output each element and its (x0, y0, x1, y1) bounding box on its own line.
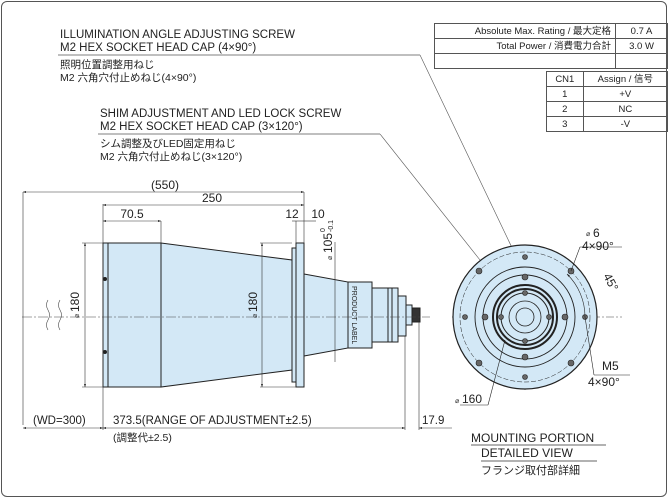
view-title-line2: DETAILED VIEW (481, 446, 573, 460)
ring-3 (492, 284, 558, 350)
ring-1 (474, 266, 576, 368)
dia-symbol: ⌀ (327, 256, 334, 260)
rear-taper (303, 273, 349, 357)
pin-row: 1 +V (546, 86, 669, 102)
shim-screw-note: SHIM ADJUSTMENT AND LED LOCK SCREW M2 HE… (98, 108, 481, 261)
note-en-line2: M2 HEX SOCKET HEAD CAP (3×120°) (100, 121, 303, 133)
rear-dia-tol-upper: 0 (320, 228, 327, 232)
connector-neck (405, 304, 413, 326)
rating-row (434, 53, 668, 69)
connector-pins (411, 307, 421, 323)
dim-total-length: (550) (151, 178, 179, 192)
note-jp-line1: シム調整及びLED固定用ねじ (100, 137, 236, 150)
note-en-line1: SHIM ADJUSTMENT AND LED LOCK SCREW (100, 108, 341, 120)
side-view (102, 242, 421, 388)
rear-cap (371, 287, 399, 343)
view-title-jp: フランジ取付部詳細 (481, 463, 580, 477)
front-dia-value: 180 (68, 292, 82, 312)
body-dia-value: 180 (246, 292, 260, 312)
rating-table: Absolute Max. Rating / 最大定格 0.7 A Total … (434, 23, 668, 69)
dim-flange-12: 12 (285, 207, 299, 221)
dim-body-diameter: ⌀ 180 (246, 292, 260, 318)
front-lip (102, 242, 109, 388)
screw-mark (103, 350, 107, 354)
connector-hole (515, 307, 535, 327)
pin-assign: -V (582, 116, 669, 132)
pin-table: CN1 Assign / 信号 1 +V 2 NC 3 -V (546, 71, 669, 132)
ring-4 (496, 288, 554, 346)
rating-value (615, 53, 668, 69)
mounting-view (452, 244, 630, 406)
thread-size: M5 (602, 359, 619, 373)
note-jp-line2: M2 六角穴付止めねじ(4×90°) (60, 71, 196, 84)
dimension-lines (22, 191, 452, 430)
dim-front-diameter: ⌀ 180 (68, 292, 82, 318)
dia-symbol: ⌀ (586, 231, 590, 238)
ring-6 (508, 300, 542, 334)
flange-inner (291, 247, 297, 383)
note-jp-line1: 照明位置調整用ねじ (60, 58, 155, 71)
dia-symbol: ⌀ (455, 398, 459, 405)
thread-pattern: 4×90° (588, 375, 620, 389)
pin-row: 3 -V (546, 116, 669, 132)
dim-flange-10: 10 (311, 207, 325, 221)
leader-line (379, 133, 481, 261)
pin-row: 2 NC (546, 101, 669, 117)
rear-dia-value: 105 (321, 233, 335, 253)
dim-body-length: 250 (202, 191, 222, 205)
view-title-line1: MOUNTING PORTION (471, 431, 594, 445)
pcd-circle (459, 251, 591, 383)
screw-mark (103, 277, 107, 281)
illumination-screw-note: ILLUMINATION ANGLE ADJUSTING SCREW M2 HE… (58, 29, 526, 276)
dim-connector-length: 17.9 (422, 415, 444, 427)
dia-symbol: ⌀ (74, 314, 81, 318)
cone-body (160, 242, 293, 388)
hole-diameter: 6 (593, 226, 600, 240)
dim-adjust-range-jp: (調整代±2.5) (113, 431, 172, 444)
angle-label: 45° (600, 271, 621, 294)
note-jp-line2: M2 六角穴付止めねじ(3×120°) (100, 150, 242, 163)
hole-pattern: 4×90° (582, 239, 614, 253)
dim-front-length: 70.5 (120, 207, 144, 221)
dim-working-distance: (WD=300) (33, 415, 86, 427)
flange-outline (452, 244, 598, 390)
break-mark (46, 299, 62, 331)
connector-base (397, 295, 407, 337)
pcd-value: 160 (462, 392, 482, 406)
dim-adjust-range: 373.5(RANGE OF ADJUSTMENT±2.5) (113, 415, 312, 427)
dia-symbol: ⌀ (252, 314, 259, 318)
note-en-line2: M2 HEX SOCKET HEAD CAP (4×90°) (60, 42, 256, 54)
front-cylinder (107, 242, 162, 388)
dim-rear-diameter: ⌀ 105 0 -0.1 (320, 220, 335, 260)
rear-dia-tol-lower: -0.1 (328, 220, 335, 232)
rating-row: Total Power / 消費電力合計 3.0 W (434, 38, 668, 54)
leader-line (419, 54, 526, 276)
flange (295, 242, 305, 388)
product-label-text: PRODUCT LABEL (350, 286, 357, 344)
note-en-line1: ILLUMINATION ANGLE ADJUSTING SCREW (60, 29, 295, 41)
